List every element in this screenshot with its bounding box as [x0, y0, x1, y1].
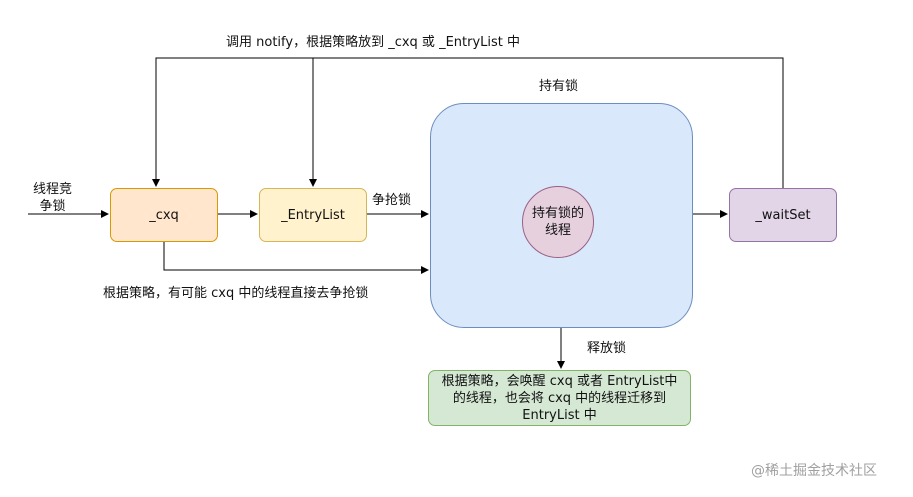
compete-entry-label-line2: 争锁 [39, 199, 66, 214]
cxq-node: _cxq [110, 188, 218, 242]
compete-lock-label: 争抢锁 [372, 193, 412, 208]
release-line1: 根据策略，会唤醒 cxq 或者 EntryList中 [441, 373, 678, 389]
release-lock-label: 释放锁 [587, 341, 627, 356]
watermark: @稀土掘金技术社区 [751, 463, 877, 479]
edge-cxq-bypass-to-owner [163, 242, 429, 274]
cxq-label: _cxq [149, 207, 179, 223]
owner-thread-line1: 持有锁的 [531, 206, 584, 221]
entrylist-label: _EntryList [281, 207, 345, 223]
release-strategy-node: 根据策略，会唤醒 cxq 或者 EntryList中 的线程，也会将 cxq 中… [428, 370, 691, 426]
owner-thread-node: 持有锁的 线程 [522, 186, 594, 258]
entrylist-node: _EntryList [259, 188, 367, 242]
owner-thread-line2: 线程 [544, 223, 571, 238]
notify-label: 调用 notify，根据策略放到 _cxq 或 _EntryList 中 [226, 35, 521, 50]
waitset-label: _waitSet [755, 207, 811, 223]
release-line3: EntryList 中 [522, 407, 597, 423]
compete-entry-label: 线程竞 争锁 [33, 181, 72, 215]
bypass-label: 根据策略，有可能 cxq 中的线程直接去争抢锁 [103, 286, 369, 301]
hold-lock-label: 持有锁 [539, 79, 579, 94]
waitset-node: _waitSet [729, 188, 837, 242]
release-line2: 的线程，也会将 cxq 中的线程迁移到 [452, 390, 667, 406]
compete-entry-label-line1: 线程竞 [33, 182, 73, 197]
edge-notify-loop [152, 57, 784, 188]
